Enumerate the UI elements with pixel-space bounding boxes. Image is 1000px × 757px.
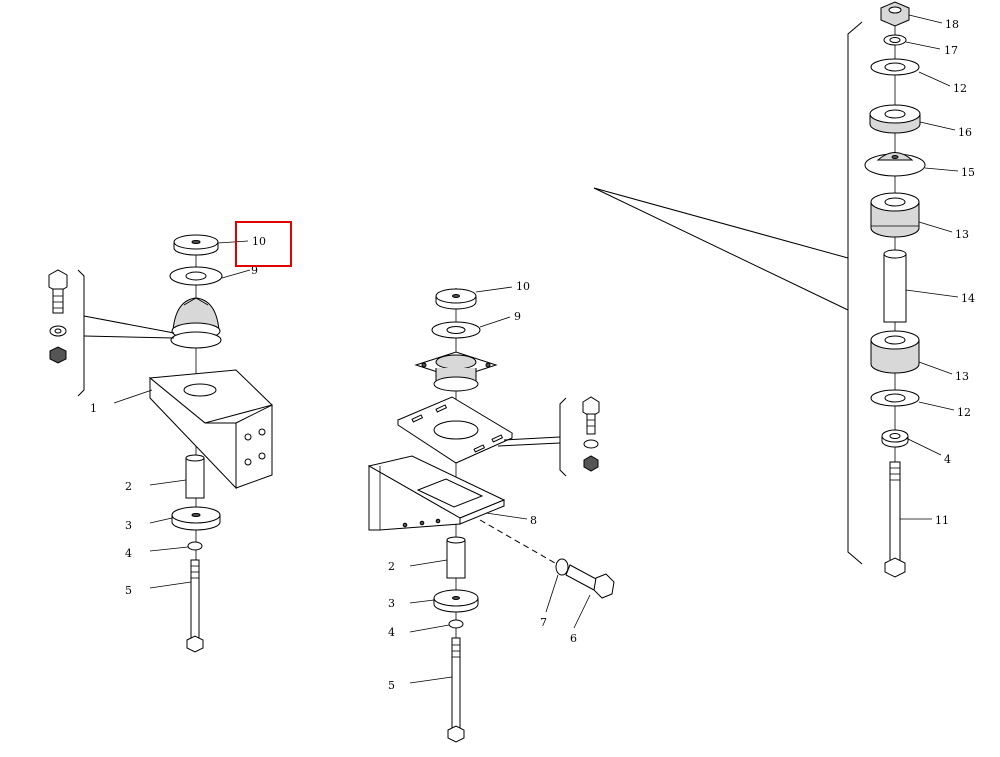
middle-callout-3: 3 <box>388 597 395 610</box>
middle-part-3-washer <box>433 589 479 613</box>
left-callout-2: 2 <box>125 480 132 493</box>
left-part-9-washer <box>169 266 223 286</box>
highlight-box <box>235 221 292 267</box>
left-callout-3: 3 <box>125 519 132 532</box>
right-callout-16: 16 <box>958 126 972 139</box>
middle-part-2-spacer <box>446 536 466 579</box>
right-callout-13-top: 13 <box>955 228 969 241</box>
left-rubber-mount <box>170 297 222 349</box>
left-part-10-cap <box>173 234 219 256</box>
right-callout-14: 14 <box>961 292 975 305</box>
right-callout-17: 17 <box>944 44 958 57</box>
middle-rubber-mount <box>414 351 498 392</box>
right-callout-12-bottom: 12 <box>957 406 971 419</box>
detail-connector <box>593 187 849 311</box>
right-part-14-sleeve <box>883 249 907 323</box>
middle-assembly: 10 9 8 2 3 4 5 7 6 <box>367 280 615 743</box>
left-callout-5: 5 <box>125 584 132 597</box>
left-part-3-washer <box>171 506 221 531</box>
middle-callout-5: 5 <box>388 679 395 692</box>
right-part-13-bush-top <box>870 192 920 238</box>
right-part-18-nut <box>880 1 910 27</box>
middle-part-8-plate <box>396 396 514 464</box>
middle-part-9-washer <box>431 321 481 339</box>
middle-part-5-bolt <box>447 637 465 743</box>
right-callout-18: 18 <box>945 18 959 31</box>
right-callout-13-bottom: 13 <box>955 370 969 383</box>
middle-lower-bracket <box>367 455 506 531</box>
right-part-15-cup <box>864 152 926 177</box>
left-bracket-part-1 <box>148 369 273 490</box>
left-part-5-bolt <box>186 559 204 653</box>
middle-part-10-cap <box>435 288 477 310</box>
right-callout-11: 11 <box>935 514 949 527</box>
middle-bolt-set <box>582 396 600 472</box>
right-part-12-washer-bottom <box>870 389 920 407</box>
left-part-2-spacer <box>185 454 205 499</box>
middle-callout-9: 9 <box>514 310 521 323</box>
middle-callout-7: 7 <box>540 616 547 629</box>
left-part-4-washer <box>187 541 203 551</box>
middle-part-6-bolt <box>565 564 615 599</box>
middle-callout-4: 4 <box>388 626 395 639</box>
right-callout-12-top: 12 <box>953 82 967 95</box>
middle-callout-6: 6 <box>570 632 577 645</box>
right-callout-15: 15 <box>961 166 975 179</box>
middle-part-7-washer <box>555 558 569 576</box>
middle-part-4-washer <box>448 619 464 629</box>
right-part-11-bolt <box>884 461 906 578</box>
left-callout-9: 9 <box>251 264 258 277</box>
right-part-13-bush-bottom <box>870 330 920 374</box>
left-callout-1: 1 <box>90 402 97 415</box>
middle-callout-8: 8 <box>530 514 537 527</box>
right-part-17-washer <box>883 34 907 46</box>
right-callout-4: 4 <box>944 453 951 466</box>
left-bolt-set <box>48 269 68 364</box>
left-callout-10: 10 <box>252 235 266 248</box>
middle-callout-2: 2 <box>388 560 395 573</box>
right-assembly: 18 17 12 16 15 13 14 13 12 4 11 <box>847 1 975 578</box>
left-callout-4: 4 <box>125 547 132 560</box>
right-part-16-ring <box>869 104 921 134</box>
right-part-12-washer-top <box>870 58 920 76</box>
middle-callout-10: 10 <box>516 280 530 293</box>
left-assembly: 10 9 1 2 3 4 5 <box>48 221 292 653</box>
right-part-4-washer <box>881 429 909 448</box>
